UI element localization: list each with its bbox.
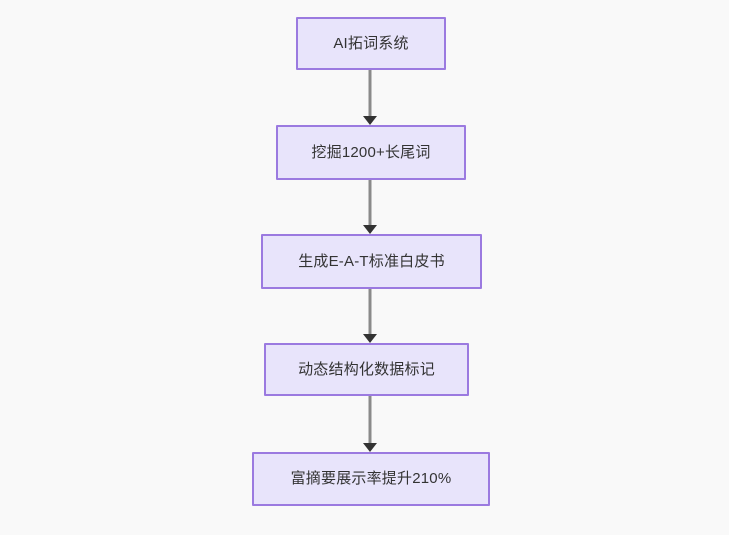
flow-node-rich-snippet-uplift[interactable]: 富摘要展示率提升210%: [252, 452, 490, 506]
edge-line: [368, 70, 372, 117]
flow-node-label: 挖掘1200+长尾词: [311, 143, 431, 161]
flow-node-mine-longtail-keywords[interactable]: 挖掘1200+长尾词: [276, 125, 466, 180]
arrowhead-icon: [363, 116, 377, 125]
flow-node-dynamic-structured-data[interactable]: 动态结构化数据标记: [264, 343, 469, 396]
edge-node1-to-node2: [360, 70, 380, 125]
edge-node4-to-node5: [360, 396, 380, 452]
edge-line: [368, 396, 372, 444]
flow-node-label: 富摘要展示率提升210%: [290, 470, 452, 487]
flow-node-label: 动态结构化数据标记: [298, 360, 435, 378]
flow-node-ai-keyword-system[interactable]: AI拓词系统: [296, 17, 446, 70]
edge-line: [368, 180, 372, 226]
flow-node-generate-eat-whitepaper[interactable]: 生成E-A-T标准白皮书: [261, 234, 482, 289]
flow-node-label: 生成E-A-T标准白皮书: [298, 252, 445, 270]
arrowhead-icon: [363, 443, 377, 452]
flow-node-label: AI拓词系统: [333, 34, 409, 52]
edge-node3-to-node4: [360, 289, 380, 343]
edge-line: [368, 289, 372, 335]
arrowhead-icon: [363, 225, 377, 234]
edge-node2-to-node3: [360, 180, 380, 234]
arrowhead-icon: [363, 334, 377, 343]
